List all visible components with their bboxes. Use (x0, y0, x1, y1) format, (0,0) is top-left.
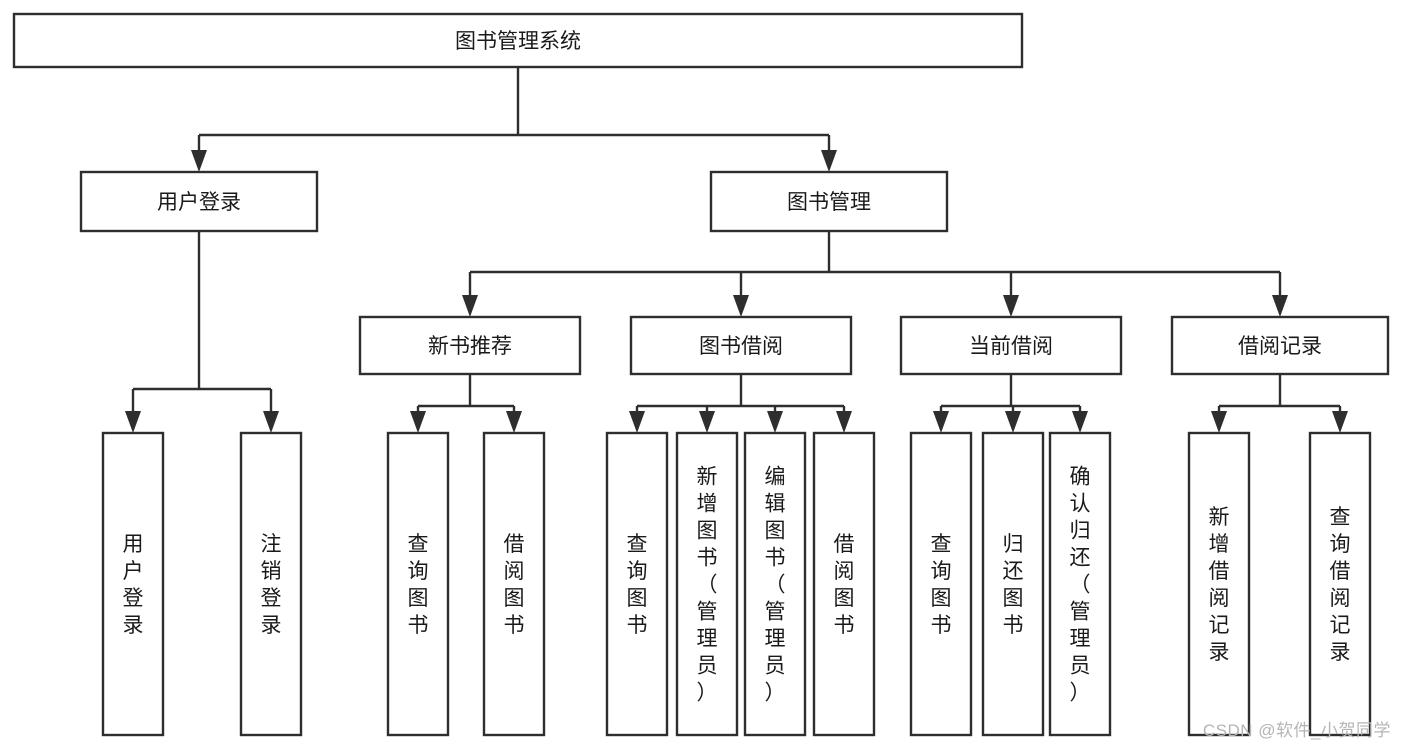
node-label: 用户登录 (123, 533, 144, 637)
node-box (909, 431, 973, 737)
node-label: 当前借阅 (969, 335, 1053, 358)
node-label: 查询借阅记录 (1330, 506, 1351, 664)
arrow-head-icon (1005, 411, 1021, 433)
node-leaf-rec-query[interactable]: 查询借阅记录 (1308, 431, 1372, 737)
node-bookmgmt[interactable]: 图书管理 (709, 170, 949, 233)
node-leaf-new-query[interactable]: 查询图书 (386, 431, 450, 737)
arrow-head-icon (1211, 411, 1227, 433)
node-label: 确认归还（管理员） (1070, 466, 1091, 705)
node-label: 图书管理 (787, 191, 871, 214)
node-label: 新增借阅记录 (1209, 506, 1230, 664)
node-box (1187, 431, 1251, 737)
node-box (743, 431, 807, 737)
node-box (1308, 431, 1372, 737)
node-label: 用户登录 (157, 191, 241, 214)
node-label: 查询图书 (627, 533, 648, 637)
node-box (482, 431, 546, 737)
node-label: 归还图书 (1003, 533, 1024, 637)
arrow-head-icon (733, 295, 749, 317)
node-leaf-borrow-add[interactable]: 新增图书（管理员） (675, 431, 739, 737)
node-leaf-borrow-edit[interactable]: 编辑图书（管理员） (743, 431, 807, 737)
node-label: 新书推荐 (428, 335, 512, 358)
arrow-head-icon (1272, 295, 1288, 317)
node-box (1170, 315, 1390, 376)
node-box (386, 431, 450, 737)
arrow-head-icon (263, 411, 279, 433)
arrow-head-icon (125, 411, 141, 433)
node-box (709, 170, 949, 233)
node-newbook[interactable]: 新书推荐 (358, 315, 582, 376)
arrow-head-icon (1003, 295, 1019, 317)
arrow-head-icon (836, 411, 852, 433)
node-leaf-user-login[interactable]: 用户登录 (101, 431, 165, 737)
node-label: 图书管理系统 (455, 30, 581, 53)
node-label: 借阅图书 (834, 533, 855, 637)
node-label: 查询图书 (408, 533, 429, 637)
node-box (12, 12, 1024, 69)
arrow-head-icon (191, 150, 207, 172)
node-box (239, 431, 303, 737)
node-leaf-new-borrow[interactable]: 借阅图书 (482, 431, 546, 737)
node-leaf-borrow-query[interactable]: 查询图书 (605, 431, 669, 737)
node-box (629, 315, 853, 376)
arrow-head-icon (506, 411, 522, 433)
node-leaf-cur-query[interactable]: 查询图书 (909, 431, 973, 737)
node-box (675, 431, 739, 737)
node-box (605, 431, 669, 737)
arrow-head-icon (1332, 411, 1348, 433)
arrow-head-icon (933, 411, 949, 433)
node-login[interactable]: 用户登录 (79, 170, 319, 233)
node-borrow[interactable]: 图书借阅 (629, 315, 853, 376)
node-box (101, 431, 165, 737)
arrow-head-icon (821, 150, 837, 172)
node-layer: 图书管理系统用户登录图书管理新书推荐图书借阅当前借阅借阅记录用户登录注销登录查询… (12, 12, 1390, 737)
node-box (358, 315, 582, 376)
node-label: 注销登录 (261, 533, 282, 637)
connector-layer (125, 67, 1348, 433)
watermark-label: CSDN @软件_小贺同学 (1202, 721, 1391, 740)
node-label: 借阅图书 (504, 533, 525, 637)
node-box (899, 315, 1123, 376)
node-leaf-borrow-lend[interactable]: 借阅图书 (812, 431, 876, 737)
arrow-head-icon (410, 411, 426, 433)
node-current[interactable]: 当前借阅 (899, 315, 1123, 376)
node-leaf-cur-confirm[interactable]: 确认归还（管理员） (1048, 431, 1112, 737)
node-label: 查询图书 (931, 533, 952, 637)
arrow-head-icon (699, 411, 715, 433)
node-leaf-rec-add[interactable]: 新增借阅记录 (1187, 431, 1251, 737)
node-box (812, 431, 876, 737)
arrow-head-icon (1072, 411, 1088, 433)
node-records[interactable]: 借阅记录 (1170, 315, 1390, 376)
node-leaf-cur-return[interactable]: 归还图书 (981, 431, 1045, 737)
arrow-head-icon (767, 411, 783, 433)
node-box (981, 431, 1045, 737)
arrow-head-icon (629, 411, 645, 433)
node-label: 图书借阅 (699, 335, 783, 358)
node-label: 借阅记录 (1238, 335, 1322, 358)
node-box (1048, 431, 1112, 737)
node-label: 编辑图书（管理员） (765, 466, 786, 705)
arrow-head-icon (462, 295, 478, 317)
node-root[interactable]: 图书管理系统 (12, 12, 1024, 69)
node-box (79, 170, 319, 233)
node-leaf-user-logout[interactable]: 注销登录 (239, 431, 303, 737)
node-label: 新增图书（管理员） (697, 466, 718, 705)
